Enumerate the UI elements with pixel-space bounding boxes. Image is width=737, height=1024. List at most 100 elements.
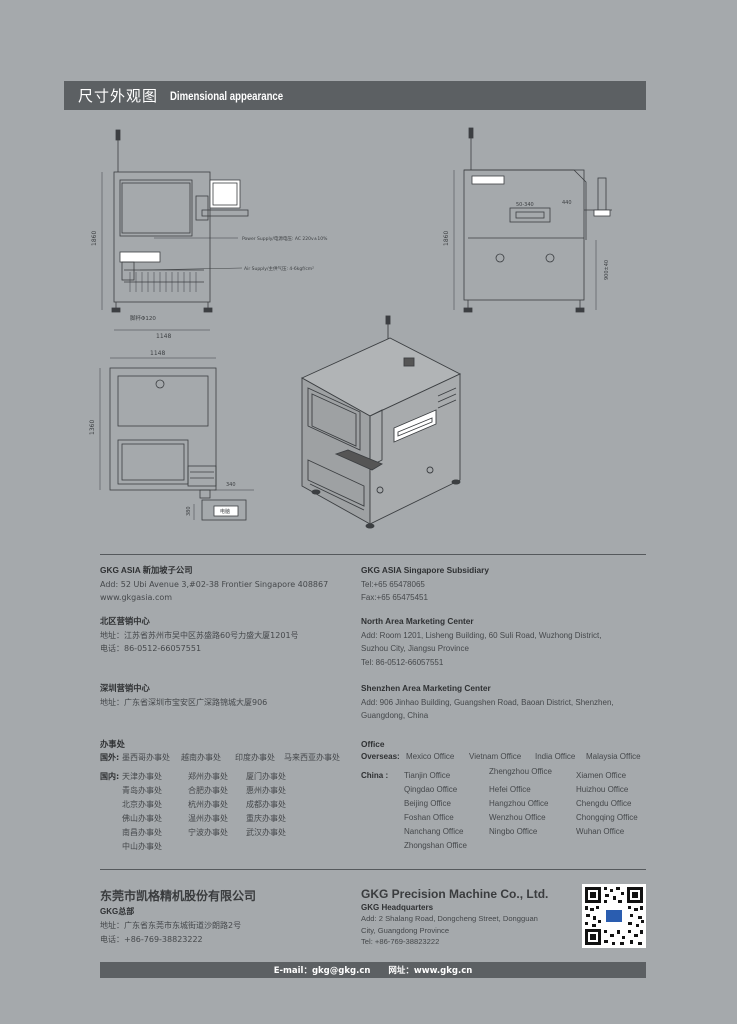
- office-en-title-block: Office: [361, 738, 385, 752]
- north-en-block: North Area Marketing Center Add: Room 12…: [361, 615, 601, 670]
- company-en-tel: Tel: +86-769-38823222: [361, 937, 440, 946]
- asia-cn-block: GKG ASIA 新加坡子公司 Add: 52 Ubi Avenue 3,#02…: [100, 564, 328, 605]
- office-en-domestic-item: Qingdao Office: [404, 785, 458, 794]
- office-cn-domestic-item: 中山办事处: [122, 842, 162, 851]
- side-view-drawing: [453, 127, 612, 313]
- sz-en-title: Shenzhen Area Marketing Center: [361, 683, 491, 693]
- office-en-domestic-label: China :: [361, 771, 389, 780]
- office-cn-domestic-item: 青岛办事处: [122, 786, 162, 795]
- office-cn-overseas-item: 墨西哥办事处: [122, 753, 170, 762]
- divider-top: [100, 554, 646, 555]
- office-en-domestic-item: Beijing Office: [404, 799, 451, 808]
- company-en-name: GKG Precision Machine Co., Ltd.: [361, 887, 549, 901]
- office-cn-domestic-item: 天津办事处: [122, 772, 162, 781]
- sz-en-block: Shenzhen Area Marketing Center Add: 906 …: [361, 682, 614, 723]
- sz-en-address-2: Guangdong, China: [361, 711, 429, 721]
- office-cn-domestic-item: 南昌办事处: [122, 828, 162, 837]
- office-en-domestic-item: Chengdu Office: [576, 799, 632, 808]
- office-cn-domestic-item: 成都办事处: [246, 800, 286, 809]
- office-en-domestic-item: Xiamen Office: [576, 771, 627, 780]
- office-en-domestic-item: Ningbo Office: [489, 827, 538, 836]
- front-width-label: 1148: [156, 333, 171, 340]
- qr-code[interactable]: [582, 884, 646, 948]
- office-en-title: Office: [361, 739, 385, 749]
- office-cn-domestic-item: 佛山办事处: [122, 814, 162, 823]
- office-cn-overseas-item: 印度办事处: [235, 753, 275, 762]
- office-cn-overseas-label: 国外:: [100, 753, 120, 762]
- side-dim-3: 900±40: [604, 260, 610, 280]
- box-label: 电脑: [220, 508, 230, 515]
- dimension-drawings: 1860 1148 脚杯Φ120 Power Supply/电源电压: AC 2…: [89, 127, 612, 529]
- office-cn-domestic-item: 宁波办事处: [188, 828, 228, 837]
- company-cn-tel: 电话：+86-769-38823222: [100, 935, 203, 944]
- asia-en-fax: Fax:+65 65475451: [361, 593, 428, 603]
- office-cn-overseas-item: 马来西亚办事处: [284, 753, 340, 762]
- office-cn-domestic-item: 合肥办事处: [188, 786, 228, 795]
- north-cn-address: 地址：江苏省苏州市吴中区苏盛路60号力盛大厦1201号: [100, 630, 299, 640]
- office-cn-title: 办事处: [100, 739, 125, 749]
- office-en-domestic-item: Tianjin Office: [404, 771, 451, 780]
- office-en-domestic-item: Zhengzhou Office: [489, 767, 553, 776]
- company-cn-block: 东莞市凯格精机股份有限公司 GKG总部 地址：广东省东莞市东城街道沙朗路2号 电…: [100, 887, 256, 945]
- office-cn-domestic-item: 惠州办事处: [246, 786, 286, 795]
- office-en-overseas-item: Malaysia Office: [586, 752, 641, 761]
- office-en-domestic-item: Wenzhou Office: [489, 813, 546, 822]
- north-cn-tel: 电话：86-0512-66057551: [100, 644, 202, 654]
- office-en-domestic-item: Zhongshan Office: [404, 841, 468, 850]
- footer-bar: E-mail：gkg@gkg.cn 网址：www.gkg.cn: [100, 962, 646, 978]
- office-en-domestic-item: Nanchang Office: [404, 827, 464, 836]
- sz-cn-title: 深圳营销中心: [100, 683, 150, 693]
- office-cn-domestic-item: 郑州办事处: [188, 772, 228, 781]
- company-en-address-1: Add: 2 Shalang Road, Dongcheng Street, D…: [361, 914, 538, 923]
- north-en-address-2: Suzhou City, Jiangsu Province: [361, 644, 469, 654]
- foot-label: 脚杯Φ120: [130, 314, 156, 322]
- office-cn-domestic-item: 北京办事处: [122, 800, 162, 809]
- side-dim-1: 50-340: [516, 202, 534, 208]
- office-cn-title-block: 办事处: [100, 738, 125, 752]
- side-dim-2: 440: [562, 200, 572, 206]
- asia-cn-address: Add: 52 Ubi Avenue 3,#02-38 Frontier Sin…: [100, 579, 329, 589]
- asia-cn-website: www.gkgasia.com: [100, 593, 173, 603]
- front-height-label: 1860: [91, 231, 98, 246]
- office-cn-overseas-item: 越南办事处: [181, 753, 221, 762]
- asia-cn-title: GKG ASIA 新加坡子公司: [100, 565, 193, 575]
- office-en-domestic-item: Chongqing Office: [576, 813, 638, 822]
- footer-website[interactable]: 网址：www.gkg.cn: [388, 966, 473, 976]
- office-cn-domestic-label: 国内:: [100, 772, 120, 781]
- asia-en-tel: Tel:+65 65478065: [361, 579, 425, 589]
- office-cn-domestic-item: 杭州办事处: [188, 800, 228, 809]
- office-en-domestic-item: Wuhan Office: [576, 827, 625, 836]
- top-dim-a: 340: [226, 482, 236, 488]
- north-en-tel: Tel: 86-0512-66057551: [361, 658, 444, 668]
- top-dim-b: 380: [186, 506, 192, 516]
- air-label: Air Supply/主供气压: 4-6kgf/cm²: [244, 265, 314, 272]
- top-depth-label: 1360: [89, 420, 96, 435]
- top-width-label: 1148: [150, 350, 165, 357]
- company-cn-address: 地址：广东省东莞市东城街道沙朗路2号: [100, 921, 242, 930]
- office-en-overseas-item: India Office: [535, 752, 576, 761]
- office-en-overseas-item: Vietnam Office: [469, 752, 522, 761]
- top-view-drawing: [99, 357, 254, 521]
- side-height-label: 1860: [443, 231, 450, 246]
- divider-bottom: [100, 869, 646, 870]
- company-cn-name: 东莞市凯格精机股份有限公司: [100, 889, 257, 903]
- office-cn-domestic-item: 武汉办事处: [246, 828, 286, 837]
- north-en-title: North Area Marketing Center: [361, 616, 474, 626]
- north-en-address-1: Add: Room 1201, Lisheng Building, 60 Sul…: [361, 630, 602, 640]
- company-en-block: GKG Precision Machine Co., Ltd. GKG Head…: [361, 887, 548, 948]
- sz-en-address-1: Add: 906 Jinhao Building, Guangshen Road…: [361, 697, 614, 707]
- office-en-overseas-label: Overseas:: [361, 752, 400, 761]
- sz-cn-block: 深圳营销中心 地址：广东省深圳市宝安区广深路锦城大厦906: [100, 682, 267, 709]
- section-title-en: Dimensional appearance: [170, 88, 284, 103]
- power-label: Power Supply/电源电压: AC 220v±10%: [242, 235, 328, 242]
- company-en-address-2: City, Guangdong Province: [361, 925, 450, 935]
- footer-email[interactable]: E-mail：gkg@gkg.cn: [273, 966, 371, 976]
- office-en-domestic-item: Hangzhou Office: [489, 799, 549, 808]
- office-en-overseas-item: Mexico Office: [406, 752, 455, 761]
- office-en-domestic-item: Foshan Office: [404, 813, 454, 822]
- section-title-zh: 尺寸外观图: [78, 87, 159, 105]
- north-cn-title: 北区营销中心: [100, 616, 150, 626]
- sz-cn-address: 地址：广东省深圳市宝安区广深路锦城大厦906: [100, 697, 268, 707]
- section-header: 尺寸外观图 Dimensional appearance: [64, 81, 646, 110]
- isometric-view-drawing: [301, 315, 462, 529]
